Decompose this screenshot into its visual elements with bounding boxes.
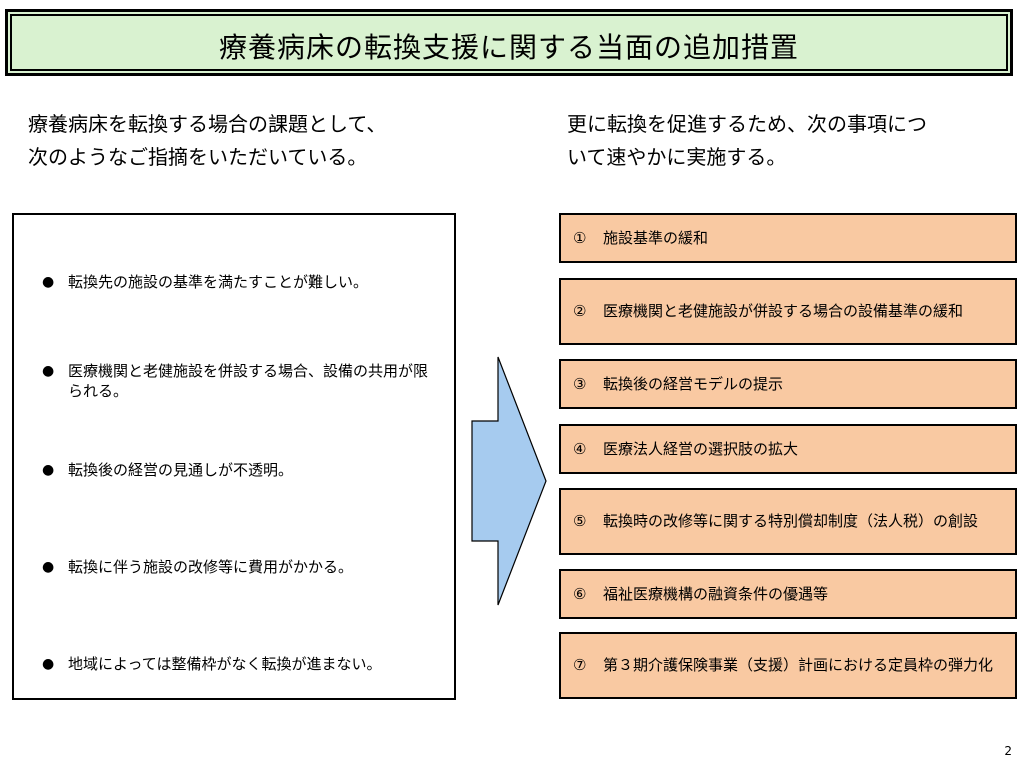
- bullet-icon: ●: [42, 363, 55, 379]
- measure-number: ⑥: [573, 584, 587, 603]
- measure-number: ②: [573, 302, 587, 320]
- issue-item: ● 地域によっては整備枠がなく転換が進まない。: [42, 654, 442, 674]
- issues-panel: ● 転換先の施設の基準を満たすことが難しい。 ● 医療機関と老健施設を併設する場…: [12, 213, 456, 700]
- measure-text: 福祉医療機構の融資条件の優遇等: [603, 584, 829, 603]
- issue-text: 地域によっては整備枠がなく転換が進まない。: [68, 655, 382, 673]
- right-arrow-icon: [471, 356, 547, 606]
- intro-right-line-2: いて速やかに実施する。: [567, 145, 787, 169]
- measure-number: ①: [573, 228, 587, 247]
- issue-text: 転換先の施設の基準を満たすことが難しい。: [68, 273, 369, 291]
- bullet-icon: ●: [42, 559, 55, 575]
- measure-item: ⑥ 福祉医療機構の融資条件の優遇等: [559, 569, 1017, 619]
- issue-item: ● 医療機関と老健施設を併設する場合、設備の共用が限られる。: [42, 361, 442, 401]
- measure-number: ③: [573, 374, 587, 393]
- title-banner: 療養病床の転換支援に関する当面の追加措置: [5, 9, 1013, 76]
- measure-item: ⑤ 転換時の改修等に関する特別償却制度（法人税）の創設: [559, 488, 1017, 555]
- measure-text: 施設基準の緩和: [603, 228, 709, 247]
- issue-text: 転換後の経営の見通しが不透明。: [68, 461, 294, 479]
- intro-right-line-1: 更に転換を促進するため、次の事項につ: [567, 112, 927, 136]
- measure-item: ① 施設基準の緩和: [559, 213, 1017, 263]
- measure-number: ④: [573, 439, 587, 458]
- measure-item: ② 医療機関と老健施設が併設する場合の設備基準の緩和: [559, 278, 1017, 345]
- page-title: 療養病床の転換支援に関する当面の追加措置: [218, 31, 799, 64]
- measure-number: ⑦: [573, 656, 587, 674]
- issue-item: ● 転換先の施設の基準を満たすことが難しい。: [42, 272, 442, 292]
- intro-left-line-1: 療養病床を転換する場合の課題として、: [28, 112, 387, 136]
- measure-text: 医療法人経営の選択肢の拡大: [603, 439, 799, 458]
- measure-item: ③ 転換後の経営モデルの提示: [559, 359, 1017, 409]
- bullet-icon: ●: [42, 656, 55, 672]
- measure-number: ⑤: [573, 512, 587, 530]
- page-number: 2: [1004, 744, 1012, 758]
- issue-item: ● 転換後の経営の見通しが不透明。: [42, 460, 442, 480]
- intro-left-line-2: 次のようなご指摘をいただいている。: [28, 145, 368, 169]
- measure-text: 転換時の改修等に関する特別償却制度（法人税）の創設: [603, 512, 979, 530]
- measure-text: 第３期介護保険事業（支援）計画における定員枠の弾力化: [603, 656, 994, 674]
- bullet-icon: ●: [42, 274, 55, 290]
- measure-text: 医療機関と老健施設が併設する場合の設備基準の緩和: [603, 302, 964, 320]
- measure-item: ⑦ 第３期介護保険事業（支援）計画における定員枠の弾力化: [559, 632, 1017, 699]
- issue-item: ● 転換に伴う施設の改修等に費用がかかる。: [42, 557, 442, 577]
- issue-text: 転換に伴う施設の改修等に費用がかかる。: [68, 558, 354, 576]
- bullet-icon: ●: [42, 462, 55, 478]
- issue-text: 医療機関と老健施設を併設する場合、設備の共用が限られる。: [68, 362, 429, 400]
- measure-text: 転換後の経営モデルの提示: [603, 374, 784, 393]
- measure-item: ④ 医療法人経営の選択肢の拡大: [559, 424, 1017, 474]
- intro-right: 更に転換を促進するため、次の事項につ いて速やかに実施する。: [567, 108, 1007, 174]
- intro-left: 療養病床を転換する場合の課題として、 次のようなご指摘をいただいている。: [28, 108, 468, 174]
